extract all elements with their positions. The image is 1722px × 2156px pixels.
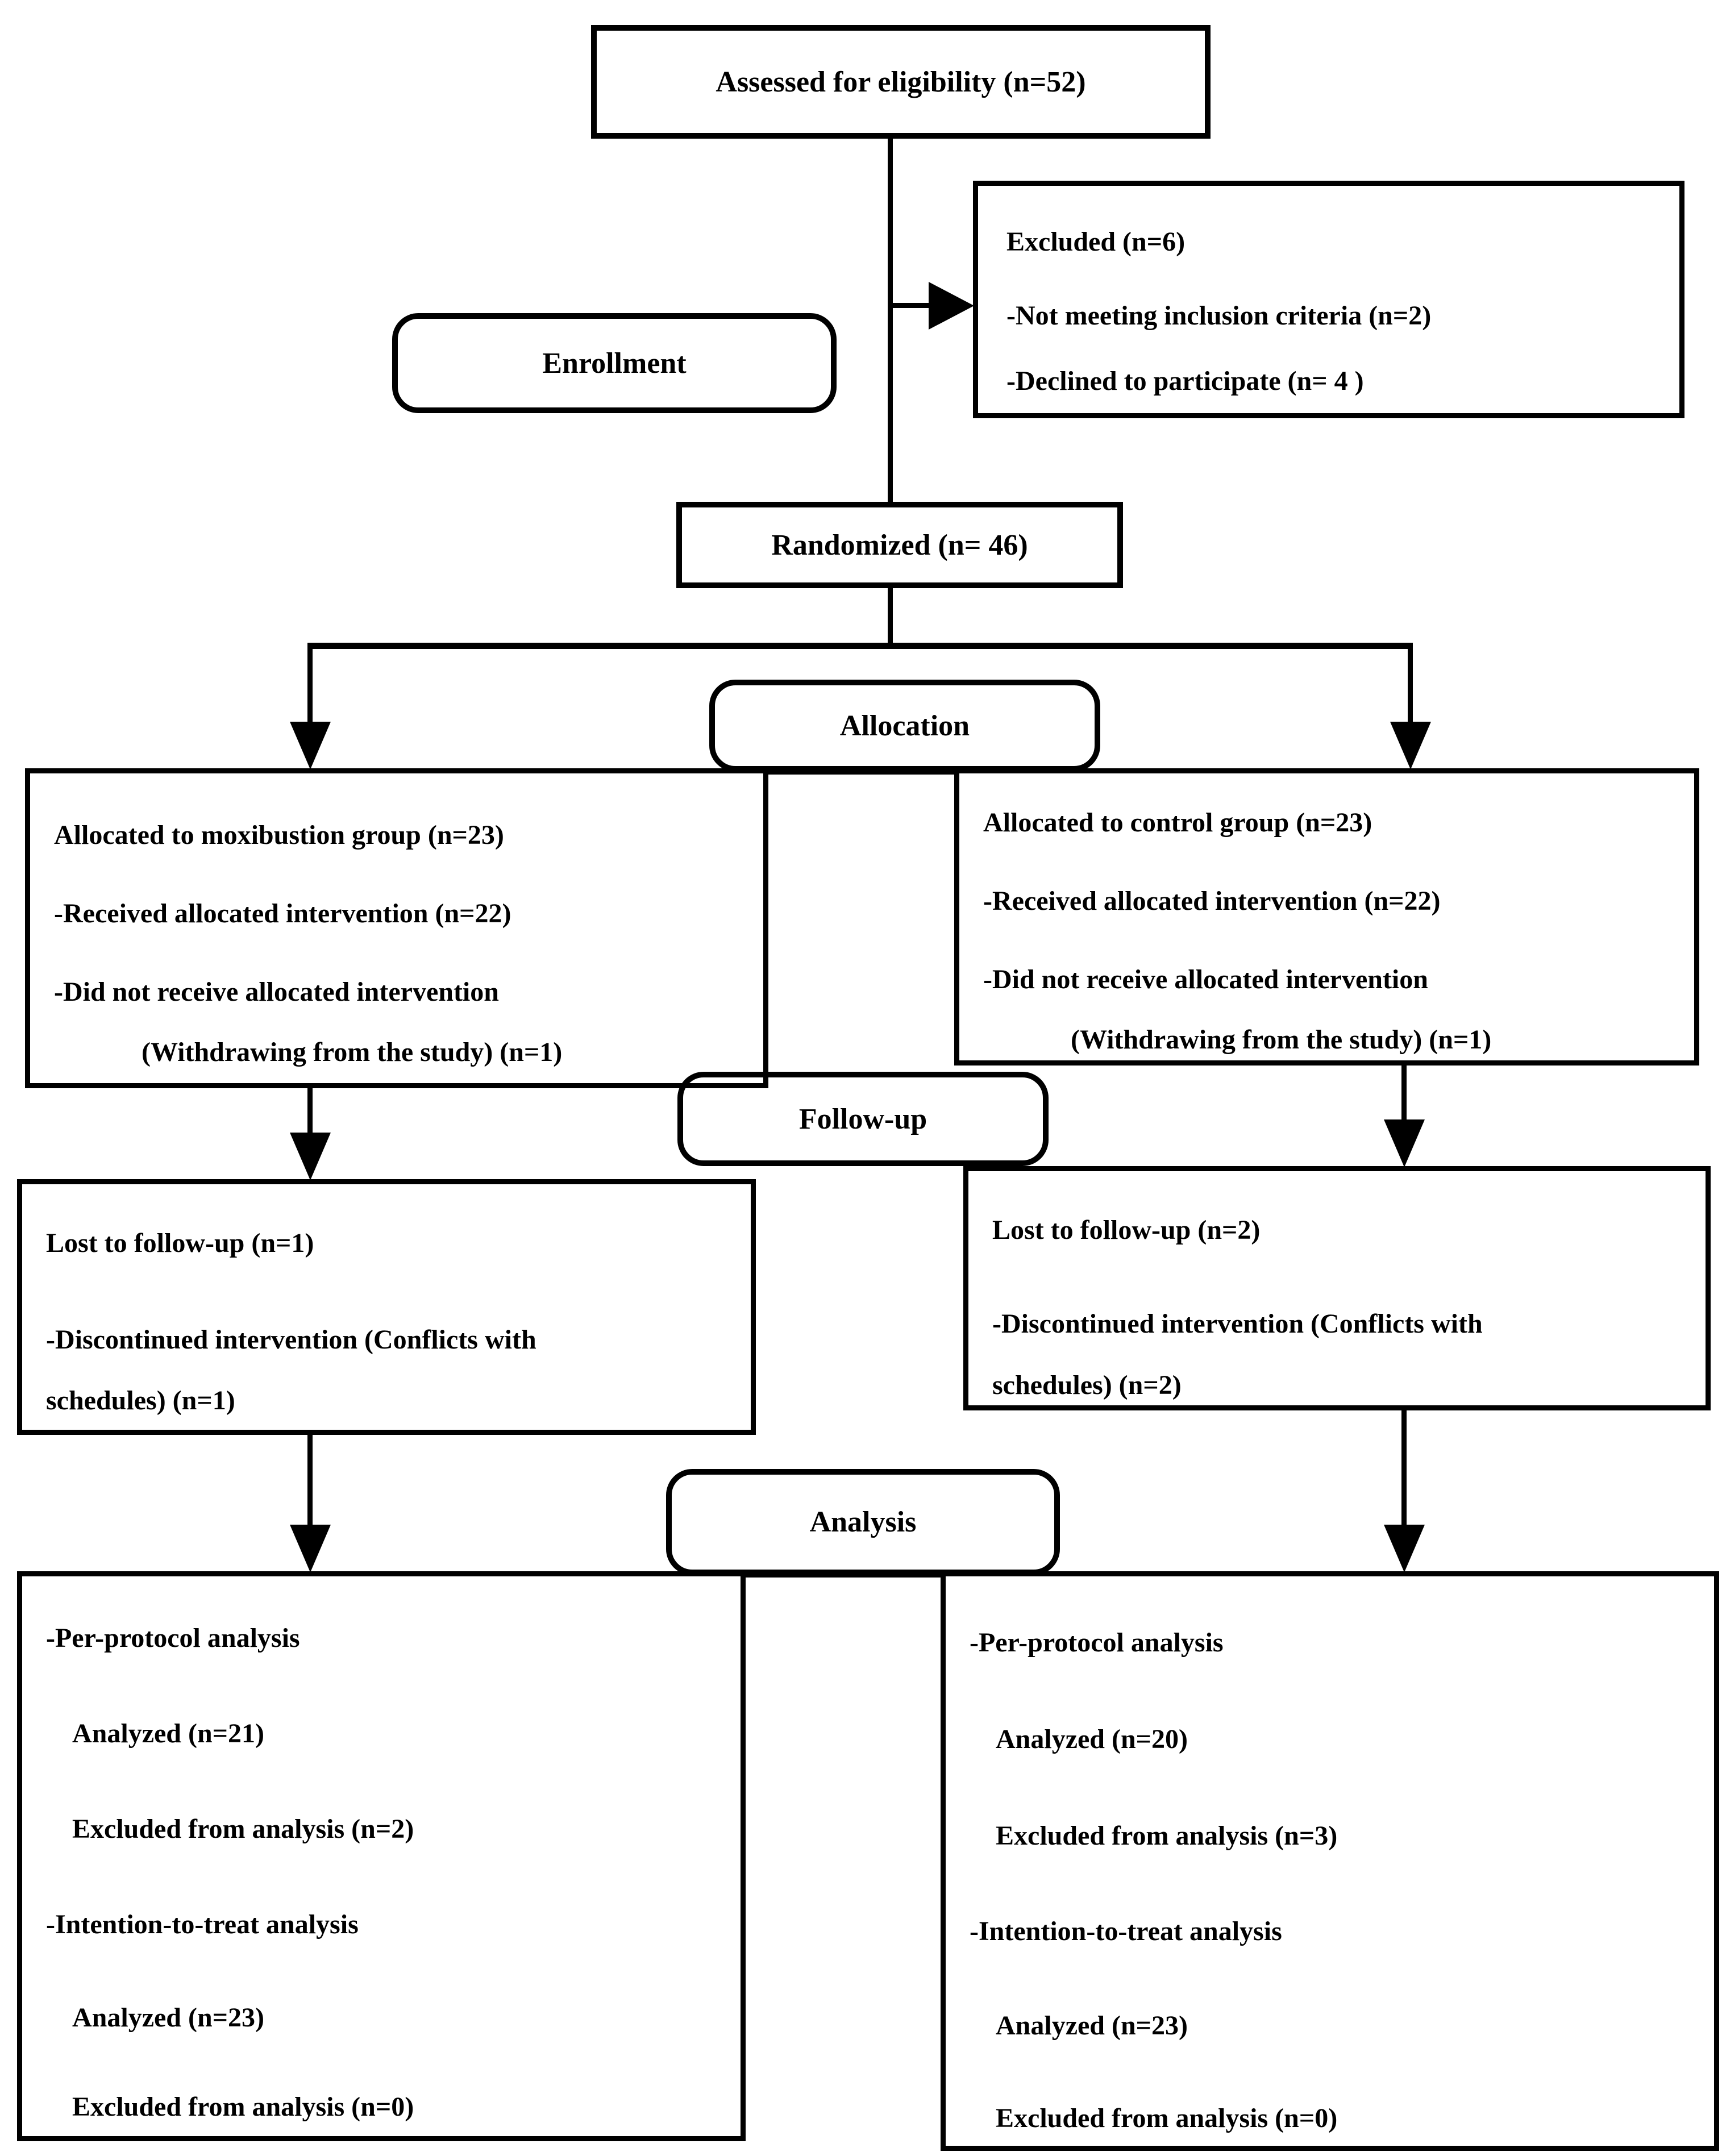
followup-right-box: Lost to follow-up (n=2) -Discontinued in… xyxy=(963,1166,1711,1410)
connector-fu-analysis-left xyxy=(307,1432,313,1527)
excluded-line-title: Excluded (n=6) xyxy=(1006,227,1186,257)
connector-randomized-split xyxy=(888,586,893,646)
alloc-right-line-2: -Did not receive allocated intervention xyxy=(983,964,1428,994)
alloc-left-line-3: (Withdrawing from the study) (n=1) xyxy=(142,1037,563,1067)
moxibustion-group-box: Allocated to moxibustion group (n=23) -R… xyxy=(25,768,768,1088)
followup-stage-label: Follow-up xyxy=(677,1072,1049,1166)
fu-left-line-0: Lost to follow-up (n=1) xyxy=(46,1228,314,1258)
connector-alloc-fu-right xyxy=(1401,1063,1407,1122)
an-right-line-4: Analyzed (n=23) xyxy=(996,2011,1188,2041)
an-right-line-2: Excluded from analysis (n=3) xyxy=(996,1821,1338,1851)
an-right-line-0: -Per-protocol analysis xyxy=(970,1628,1224,1658)
analysis-stage-label: Analysis xyxy=(666,1469,1060,1575)
an-right-line-1: Analyzed (n=20) xyxy=(996,1724,1188,1754)
an-left-line-4: Analyzed (n=23) xyxy=(72,2003,265,2033)
connector-split-alloc-left xyxy=(307,643,313,723)
arrowhead-right-excluded xyxy=(929,282,974,330)
fu-left-line-1: -Discontinued intervention (Conflicts wi… xyxy=(46,1325,536,1355)
allocation-stage-label: Allocation xyxy=(709,680,1100,772)
arrowhead-down-alloc-left xyxy=(290,722,331,769)
connector-alloc-fu-left xyxy=(307,1084,313,1135)
allocation-split-bar xyxy=(307,643,1413,649)
analysis-stage-text: Analysis xyxy=(809,1506,917,1538)
analysis-right-box: -Per-protocol analysis Analyzed (n=20) E… xyxy=(941,1571,1719,2151)
fu-left-line-2: schedules) (n=1) xyxy=(46,1385,235,1416)
assessed-eligibility-text: Assessed for eligibility (n=52) xyxy=(716,65,1086,98)
connector-excluded-branch xyxy=(889,303,929,308)
arrowhead-down-analysis-left xyxy=(290,1525,331,1572)
fu-right-line-2: schedules) (n=2) xyxy=(992,1370,1182,1400)
alloc-left-line-0: Allocated to moxibustion group (n=23) xyxy=(54,820,504,850)
excluded-line-criteria: -Not meeting inclusion criteria (n=2) xyxy=(1006,301,1432,331)
followup-stage-text: Follow-up xyxy=(798,1102,927,1135)
arrowhead-down-fu-left xyxy=(290,1133,331,1180)
control-group-box: Allocated to control group (n=23) -Recei… xyxy=(954,768,1699,1065)
allocation-stage-text: Allocation xyxy=(839,709,970,742)
alloc-left-line-1: -Received allocated intervention (n=22) xyxy=(54,898,511,929)
an-right-line-3: -Intention-to-treat analysis xyxy=(970,1916,1282,1946)
an-left-line-3: -Intention-to-treat analysis xyxy=(46,1909,359,1939)
an-right-line-5: Excluded from analysis (n=0) xyxy=(996,2103,1338,2133)
alloc-right-line-1: -Received allocated intervention (n=22) xyxy=(983,886,1441,916)
followup-left-box: Lost to follow-up (n=1) -Discontinued in… xyxy=(17,1179,756,1435)
analysis-left-box: -Per-protocol analysis Analyzed (n=21) E… xyxy=(17,1571,746,2141)
an-left-line-1: Analyzed (n=21) xyxy=(72,1718,265,1749)
arrowhead-down-alloc-right xyxy=(1390,722,1431,769)
randomized-box: Randomized (n= 46) xyxy=(676,502,1123,588)
alloc-left-line-2: -Did not receive allocated intervention xyxy=(54,977,499,1007)
randomized-text: Randomized (n= 46) xyxy=(771,528,1028,561)
excluded-box: Excluded (n=6) -Not meeting inclusion cr… xyxy=(973,181,1684,418)
arrowhead-down-analysis-right xyxy=(1384,1525,1425,1572)
connector-split-alloc-right xyxy=(1408,643,1413,723)
an-left-line-2: Excluded from analysis (n=2) xyxy=(72,1814,414,1844)
assessed-eligibility-box: Assessed for eligibility (n=52) xyxy=(591,25,1211,139)
connector-fu-analysis-right xyxy=(1401,1408,1407,1527)
excluded-line-declined: -Declined to participate (n= 4 ) xyxy=(1006,366,1364,396)
alloc-right-line-0: Allocated to control group (n=23) xyxy=(983,808,1372,838)
fu-right-line-0: Lost to follow-up (n=2) xyxy=(992,1215,1261,1245)
alloc-right-line-3: (Withdrawing from the study) (n=1) xyxy=(1071,1025,1492,1055)
fu-right-line-1: -Discontinued intervention (Conflicts wi… xyxy=(992,1309,1483,1339)
an-left-line-5: Excluded from analysis (n=0) xyxy=(72,2092,414,2122)
enrollment-stage-text: Enrollment xyxy=(542,347,687,380)
connector-assessed-randomized xyxy=(888,139,893,503)
enrollment-stage-label: Enrollment xyxy=(392,313,837,413)
arrowhead-down-fu-right xyxy=(1384,1119,1425,1167)
an-left-line-0: -Per-protocol analysis xyxy=(46,1623,300,1653)
